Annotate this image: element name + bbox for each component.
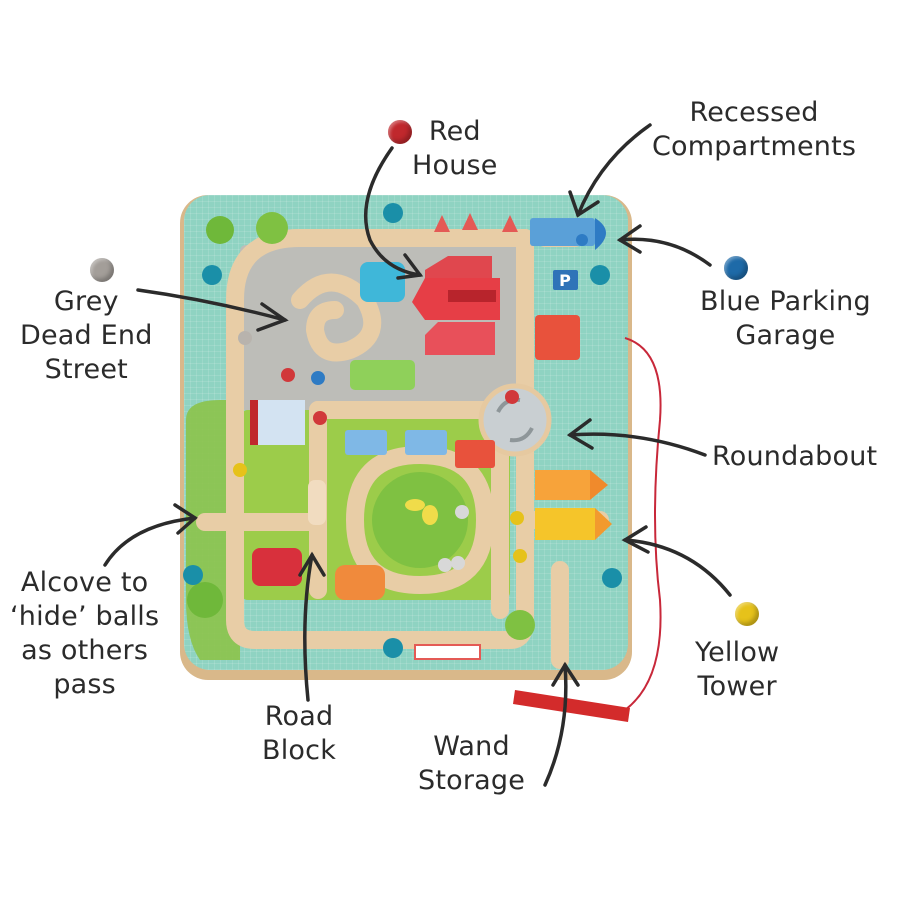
blue-ball: [576, 234, 588, 246]
grey-ball: [238, 331, 252, 345]
board-pegs: [183, 203, 622, 658]
blue-car: [360, 262, 405, 302]
arrow-grey-dead-end: [136, 288, 287, 322]
roundabout-arrow-icon: [509, 427, 534, 443]
red-house: [412, 256, 500, 355]
traffic-cones: [434, 213, 518, 232]
label-roundabout: Roundabout: [712, 441, 878, 472]
wand-cord: [624, 337, 662, 711]
blue-ball: [311, 371, 325, 385]
label-red-house: Red House: [412, 116, 498, 181]
arrow-red-house: [363, 146, 422, 277]
tree: [206, 216, 234, 244]
train-engine: [455, 440, 495, 468]
green-truck: [350, 360, 415, 390]
orange-house: [535, 470, 590, 500]
parking-sign-label: P: [559, 271, 571, 290]
yellow-ball: [510, 511, 524, 525]
butterfly-icon: [405, 499, 438, 525]
grey-ball-marker: [90, 258, 114, 282]
annotation-arrows: [103, 123, 732, 787]
center-park: [372, 472, 468, 568]
magnetic-wand: [513, 690, 630, 722]
grey-ball: [455, 505, 469, 519]
road-barrier: [414, 644, 481, 660]
tree: [505, 610, 535, 640]
arrow-road-block: [303, 553, 314, 702]
yellow-tower-roof: [595, 508, 612, 540]
label-road-block: Road Block: [262, 701, 337, 766]
grey-ball: [451, 556, 465, 570]
garage-dome: [595, 218, 606, 250]
orange-car: [335, 565, 385, 600]
arrow-yellow-tower: [623, 538, 732, 597]
yellow-ball-marker: [735, 602, 759, 626]
grey-ball: [438, 558, 452, 572]
red-ball: [281, 368, 295, 382]
tree: [187, 582, 223, 618]
fire-truck: [535, 315, 580, 360]
label-wand-storage: Wand Storage: [418, 731, 526, 796]
arrow-roundabout: [568, 432, 707, 457]
label-recessed-compartments: Recessed Compartments: [652, 97, 857, 162]
red-ball-marker: [388, 120, 412, 144]
tree: [256, 212, 288, 244]
label-grey-dead-end: Grey Dead End Street: [20, 286, 153, 385]
label-blue-parking: Blue Parking Garage: [700, 286, 871, 351]
train-car: [345, 430, 387, 455]
red-ball: [505, 390, 519, 404]
red-ball: [313, 411, 327, 425]
red-jeep: [252, 548, 302, 586]
label-alcove: Alcove to ‘hide’ balls as others pass: [10, 567, 160, 700]
blue-ball-marker: [724, 256, 748, 280]
parking-sign: [553, 270, 578, 290]
train-car: [405, 430, 447, 455]
arrow-wand-storage: [543, 663, 568, 787]
arrow-alcove: [103, 516, 197, 567]
yellow-tower: [535, 508, 595, 540]
orange-house-roof: [590, 470, 608, 500]
arrow-blue-parking: [618, 237, 712, 267]
road-block-piece: [308, 480, 326, 525]
arrow-recessed-compartments: [576, 123, 652, 217]
yellow-ball: [233, 463, 247, 477]
building-stripe: [250, 400, 258, 445]
label-yellow-tower: Yellow Tower: [695, 637, 780, 702]
roundabout-disc: [478, 383, 552, 457]
yellow-ball: [513, 549, 527, 563]
office-building: [250, 400, 305, 445]
